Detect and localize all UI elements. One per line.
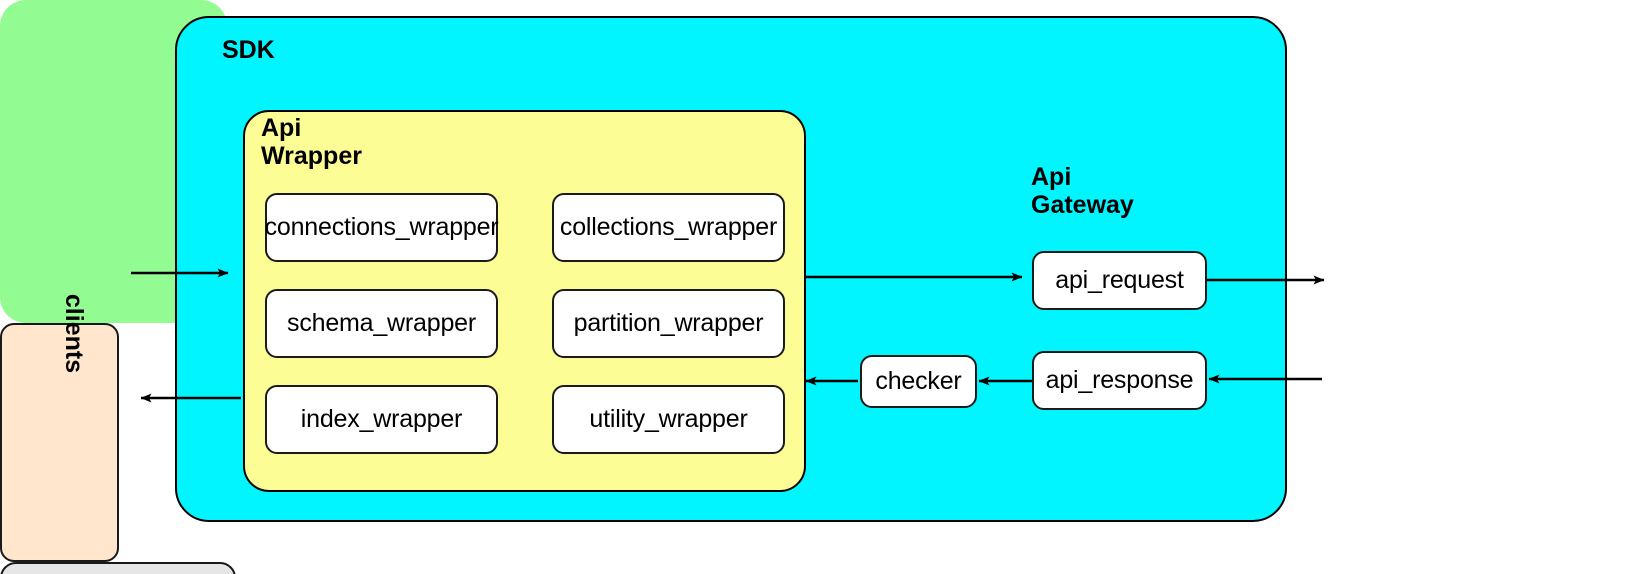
api-gateway-label: Api Gateway [1031,163,1134,219]
api-wrapper-label: Api Wrapper [261,114,362,170]
sdk-label: SDK [222,36,275,64]
node-clients-label: clients [16,216,131,451]
node-partition-wrapper[interactable]: partition_wrapper [552,289,785,358]
node-api-request[interactable]: api_request [1032,251,1207,310]
node-index-wrapper[interactable]: index_wrapper [265,385,498,454]
node-checker[interactable]: checker [860,355,977,408]
node-clients[interactable] [0,323,119,562]
node-utility-wrapper[interactable]: utility_wrapper [552,385,785,454]
node-collections-wrapper[interactable]: collections_wrapper [552,193,785,262]
node-milvus[interactable]: milvus [0,562,236,574]
node-connections-wrapper[interactable]: connections_wrapper [265,193,499,262]
node-clients-text: clients [59,293,88,374]
node-schema-wrapper[interactable]: schema_wrapper [265,289,498,358]
node-api-response[interactable]: api_response [1032,351,1207,410]
